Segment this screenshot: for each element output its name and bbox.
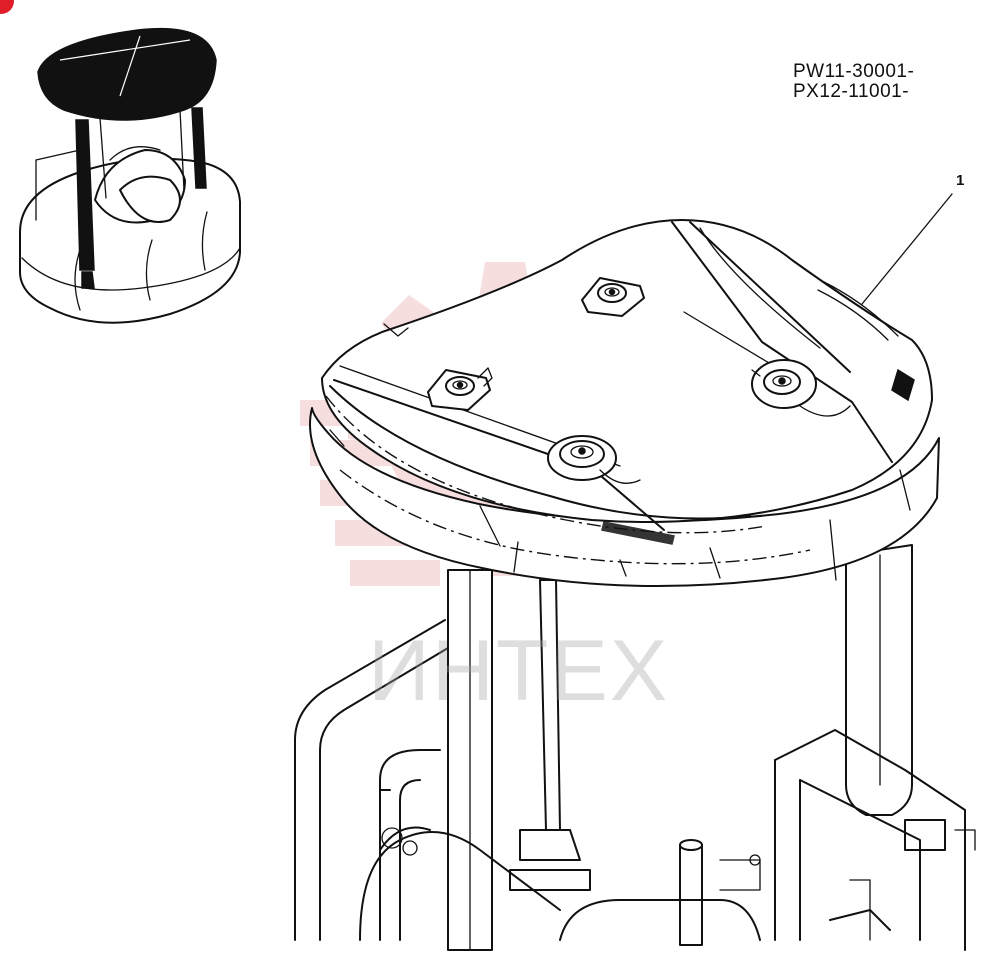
bolt-mount-right [751,359,851,417]
cab-frame-drawing [294,544,976,951]
serial-number-range: PW11-30001- PX12-11001- [793,62,914,102]
canopy-mount-bolts [427,277,851,484]
canopy-roof-drawing [309,219,940,587]
callout-leader-line [861,193,953,305]
inset-overview-drawing [19,27,241,324]
bolt-mount-top [581,277,645,317]
serial-number-line-2: PX12-11001- [793,81,910,102]
serial-number-line-1: PW11-30001- [793,61,915,82]
bolt-mount-left [427,367,493,411]
watermark-text: ИНТЕХ [368,623,670,719]
bolt-mount-center [547,435,641,484]
callout-number-canopy: 1 [956,172,965,189]
